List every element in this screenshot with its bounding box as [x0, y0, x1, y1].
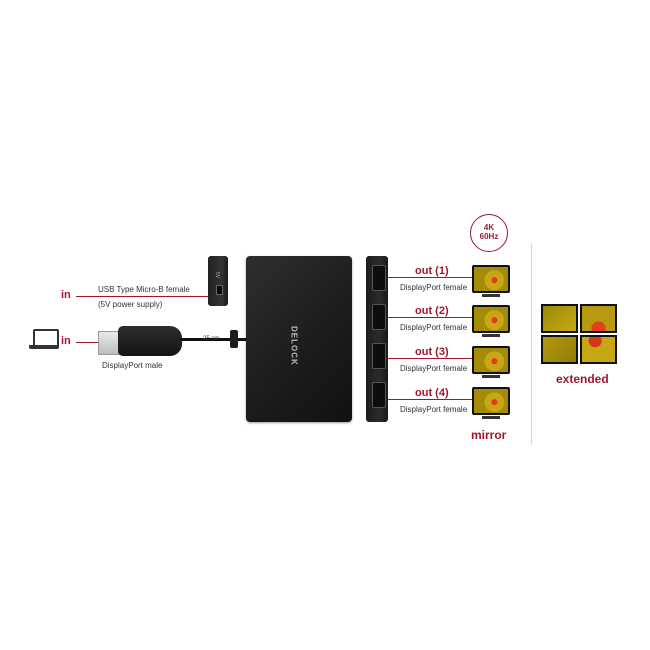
usb-micro-b-port	[216, 285, 223, 295]
monitor-icon	[472, 265, 510, 293]
wall-cell-4	[580, 335, 617, 364]
hub-port-panel	[366, 256, 388, 422]
monitor-icon	[472, 346, 510, 374]
output-2-label: out (2)	[415, 305, 449, 317]
output-3-label: out (3)	[415, 346, 449, 358]
monitor-stand	[482, 416, 500, 419]
cable-length-label: 25 cm	[203, 336, 220, 342]
cable-strain-relief	[230, 330, 238, 348]
displayport-port-2	[372, 304, 386, 330]
input-usb-caption: USB Type Micro-B female	[98, 285, 190, 294]
badge-resolution: 4K	[483, 223, 495, 233]
output-4-caption: DisplayPort female	[400, 405, 468, 414]
output-4-label: out (4)	[415, 387, 449, 399]
monitor-stand	[482, 334, 500, 337]
hub-brand-logo: DELOCK	[289, 326, 299, 366]
output-2-line	[388, 317, 472, 318]
monitor-stand	[482, 375, 500, 378]
output-1-caption: DisplayPort female	[400, 283, 468, 292]
monitor-icon	[472, 305, 510, 333]
hub-body	[246, 256, 352, 422]
mirror-mode-label: mirror	[471, 428, 507, 442]
wall-cell-2	[580, 304, 617, 333]
monitor-icon	[472, 387, 510, 415]
wall-cell-3	[541, 335, 578, 364]
displayport-plug-body	[118, 326, 182, 356]
mode-divider	[531, 244, 532, 444]
input-usb-caption-sub: (5V power supply)	[98, 300, 163, 309]
input-usb-label: in	[61, 289, 71, 301]
cable	[180, 338, 248, 341]
input-dp-label: in	[61, 335, 71, 347]
output-3-line	[388, 358, 472, 359]
output-4-line	[388, 399, 472, 400]
video-wall-icon	[541, 304, 619, 366]
monitor-stand	[482, 294, 500, 297]
resolution-badge: 4K 60Hz	[470, 214, 508, 252]
displayport-port-1	[372, 265, 386, 291]
usb-port-marking: 5V	[214, 272, 220, 279]
input-usb-line	[76, 296, 208, 297]
laptop-icon-base	[29, 345, 59, 349]
extended-mode-label: extended	[556, 372, 609, 386]
wall-cell-1	[541, 304, 578, 333]
input-dp-caption: DisplayPort male	[102, 361, 163, 370]
displayport-port-4	[372, 382, 386, 408]
output-1-line	[388, 277, 472, 278]
output-3-caption: DisplayPort female	[400, 364, 468, 373]
output-2-caption: DisplayPort female	[400, 323, 468, 332]
displayport-port-3	[372, 343, 386, 369]
badge-refresh-rate: 60Hz	[479, 232, 499, 241]
output-1-label: out (1)	[415, 265, 449, 277]
input-dp-line	[76, 342, 98, 343]
usb-micro-b-port-housing	[208, 256, 228, 306]
